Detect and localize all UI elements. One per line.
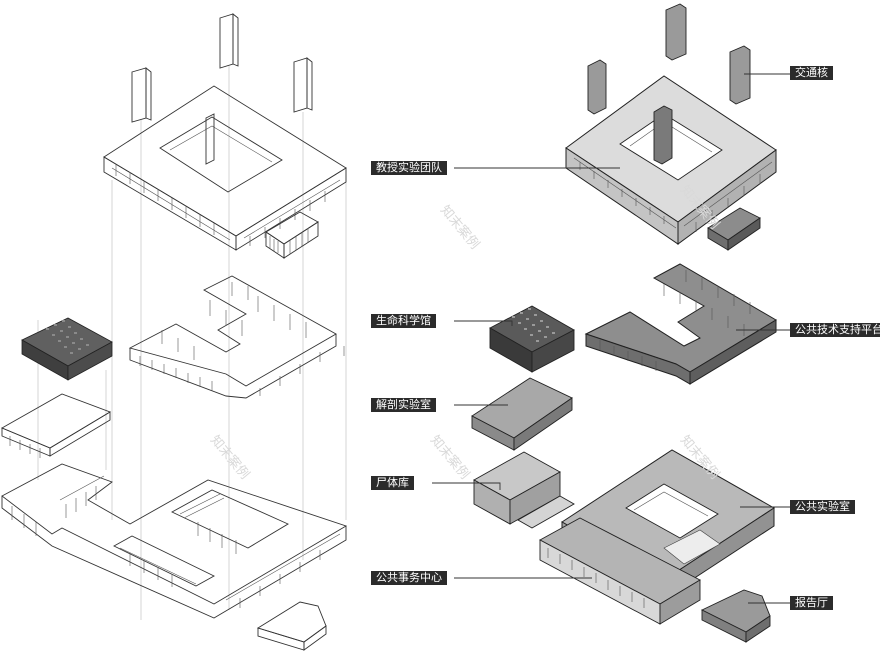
- label-tech-platform: 公共技术支持平台: [790, 323, 880, 337]
- svg-text:知末案例: 知末案例: [437, 202, 483, 252]
- label-core: 交通核: [790, 66, 833, 80]
- left-line-drawing: 知末案例 知末案例: [0, 13, 483, 651]
- left-professor-block: [103, 85, 347, 259]
- right-shaded-drawing: 知末案例 知末案例 知末案例: [427, 3, 790, 643]
- right-anatomy-block: [471, 377, 573, 451]
- left-anatomy-block: [0, 393, 112, 458]
- right-professor-block: [565, 75, 777, 251]
- svg-text:知末案例: 知末案例: [207, 432, 253, 482]
- label-public-lab: 公共实验室: [790, 500, 855, 514]
- right-tech-platform: [584, 263, 777, 385]
- right-lecture-hall: [700, 589, 771, 643]
- label-cadaver-storage: 尸体库: [371, 476, 414, 490]
- svg-text:知末案例: 知末案例: [427, 432, 473, 482]
- label-anatomy-lab: 解剖实验室: [371, 398, 436, 412]
- left-ground-floor: [1, 463, 348, 619]
- label-life-science-hall: 生命科学馆: [371, 314, 436, 328]
- leader-lines: [432, 73, 790, 604]
- right-cores: [587, 3, 751, 115]
- left-cores: [131, 13, 313, 123]
- left-life-science-block: [21, 317, 113, 381]
- right-ground-floor: [473, 449, 775, 625]
- right-life-science-block: [489, 305, 575, 373]
- label-public-affairs: 公共事务中心: [371, 571, 447, 585]
- label-professor-labs: 教授实验团队: [371, 161, 447, 175]
- label-lecture-hall: 报告厅: [790, 596, 833, 610]
- left-tech-platform: [128, 275, 345, 399]
- left-lecture-hall: [256, 601, 327, 651]
